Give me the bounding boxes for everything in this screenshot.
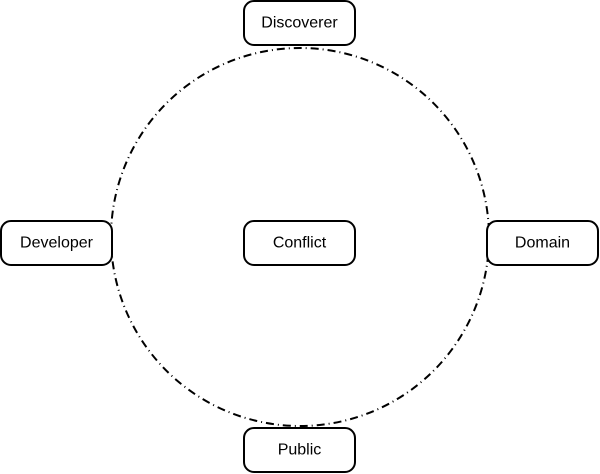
node-public-label: Public xyxy=(278,442,322,459)
node-discoverer-box xyxy=(243,0,356,46)
node-conflict[interactable]: Conflict xyxy=(243,220,356,266)
node-public-box xyxy=(243,427,356,473)
node-conflict-label: Conflict xyxy=(273,235,327,252)
node-domain-box xyxy=(486,220,599,266)
node-conflict-box xyxy=(243,220,356,266)
node-developer[interactable]: Developer xyxy=(0,220,113,266)
node-discoverer[interactable]: Discoverer xyxy=(243,0,356,46)
node-domain-label: Domain xyxy=(515,235,570,252)
node-domain[interactable]: Domain xyxy=(486,220,599,266)
node-discoverer-label: Discoverer xyxy=(261,15,338,32)
node-public[interactable]: Public xyxy=(243,427,356,473)
node-developer-box xyxy=(0,220,113,266)
node-developer-label: Developer xyxy=(20,235,94,252)
